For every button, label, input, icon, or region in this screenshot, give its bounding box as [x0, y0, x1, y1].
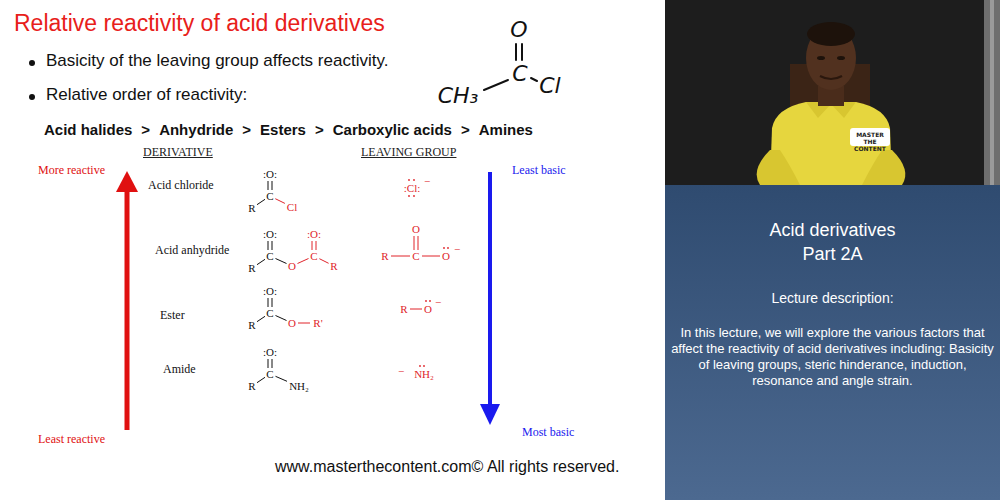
atom-label: C [266, 307, 273, 320]
atom-label: R [381, 250, 388, 263]
atom-label: O [412, 223, 420, 236]
reactivity-arrow [116, 171, 138, 430]
basicity-arrow [480, 172, 500, 425]
scale-label: Most basic [522, 425, 574, 440]
bullet-dot [29, 94, 35, 100]
order-term: > [315, 121, 324, 138]
atom-label: C [266, 190, 273, 203]
scale-label: Least basic [512, 163, 566, 178]
slide-title: Relative reactivity of acid derivatives [14, 10, 385, 37]
atom-label: NH₂ [289, 380, 309, 393]
column-heading: DERIVATIVE [143, 145, 213, 160]
order-term: Acid halides [44, 121, 132, 138]
copyright-footer: www.masterthecontent.com© All rights res… [275, 458, 619, 476]
order-term: > [141, 121, 150, 138]
panel-heading: Part 2A [671, 243, 994, 265]
atom-label: O [288, 317, 296, 330]
handwritten-atom: CH₃ [438, 84, 479, 108]
atom-label: :O: [263, 228, 277, 241]
order-term: > [242, 121, 251, 138]
atom-label: R [248, 202, 255, 215]
row-label: Ester [160, 308, 185, 323]
atom-label: :O: [307, 228, 321, 241]
atom-label: C [266, 250, 273, 263]
bond-lines [257, 181, 287, 383]
atom-label: R [400, 303, 407, 316]
charge-sign: − [435, 296, 441, 309]
order-term: Anhydride [159, 121, 233, 138]
shirt-logo: MASTER THE CONTENT [852, 131, 888, 152]
handwritten-atom: O [510, 18, 527, 42]
lone-pair-dots [408, 179, 449, 367]
order-term: Amines [479, 121, 533, 138]
atom-label: O [424, 303, 432, 316]
charge-sign: − [424, 175, 430, 188]
charge-sign: − [398, 365, 404, 378]
atom-label: R' [313, 317, 322, 330]
atom-label: O [442, 250, 450, 263]
atom-label: C [310, 250, 317, 263]
leaving-group-bonds [275, 199, 440, 323]
atom-label: :Cl: [404, 182, 421, 195]
handwritten-atom: C [512, 62, 527, 86]
atom-label: C [412, 250, 419, 263]
order-row: Acid halides > Anhydride > Esters > Carboxylic… [44, 121, 533, 138]
panel-heading: Acid derivatives [671, 219, 994, 241]
atom-label: O [288, 260, 296, 273]
bullet-text: Basicity of the leaving group affects re… [46, 51, 388, 71]
atom-label: R [248, 380, 255, 393]
atom-label: :O: [263, 285, 277, 298]
atom-label: :O: [263, 346, 277, 359]
order-term: > [461, 121, 470, 138]
lecture-info-panel: Acid derivativesPart 2A Lecture descripti… [665, 185, 1000, 500]
order-term: Esters [260, 121, 306, 138]
handwritten-atom: Cl [539, 74, 560, 98]
atom-label: R [248, 262, 255, 275]
row-label: Amide [163, 362, 196, 377]
bullet-dot [29, 60, 35, 66]
panel-description: In this lecture, we will explore the var… [671, 325, 994, 389]
video-frame [665, 0, 1000, 185]
panel-subheading: Lecture description: [671, 289, 994, 307]
scale-label: More reactive [38, 163, 105, 178]
row-label: Acid anhydride [155, 243, 229, 258]
atom-label: R [248, 319, 255, 332]
row-label: Acid chloride [148, 178, 214, 193]
atom-label: R [330, 260, 337, 273]
scale-label: Least reactive [38, 432, 105, 447]
atom-label: :O: [263, 168, 277, 181]
order-term: Carboxylic acids [333, 121, 452, 138]
atom-label: C [266, 368, 273, 381]
atom-label: Cl [287, 201, 297, 214]
atom-label: NH₂ [414, 368, 434, 381]
handwritten-structure [484, 44, 537, 90]
column-heading: LEAVING GROUP [361, 145, 456, 160]
charge-sign: − [454, 243, 460, 256]
bullet-text: Relative order of reactivity: [46, 85, 247, 105]
